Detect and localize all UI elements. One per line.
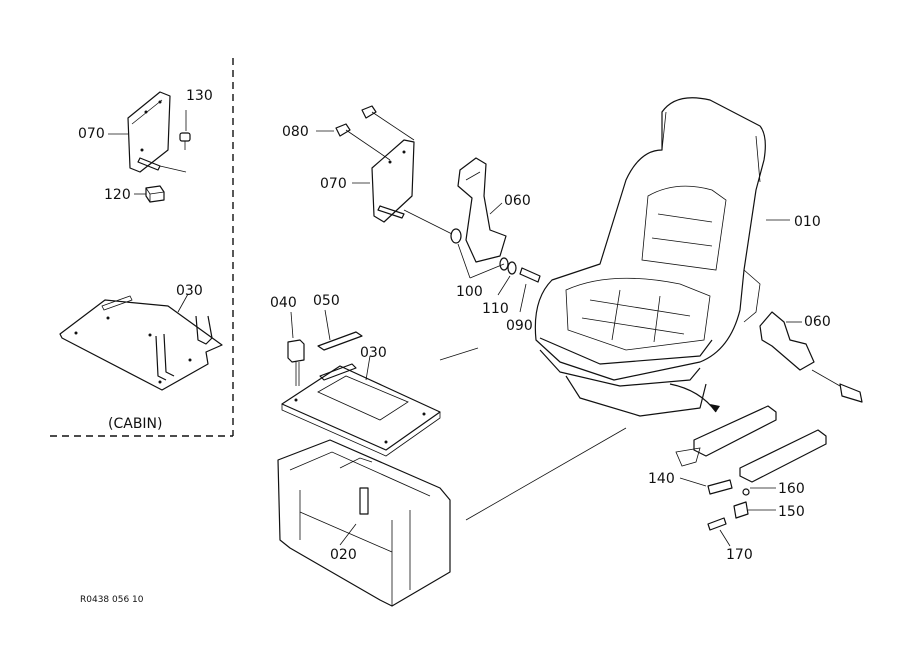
part-150-block	[733, 501, 776, 519]
callout-070-main: 070	[320, 176, 347, 192]
cabin-bracket-070	[127, 91, 187, 173]
cabin-bolt-130	[179, 110, 191, 150]
cabin-block-120	[145, 185, 165, 203]
callout-080: 080	[282, 124, 309, 140]
callout-030-cabin: 030	[176, 283, 203, 299]
callout-150: 150	[778, 504, 805, 520]
callout-leaders	[108, 133, 146, 195]
belt-group	[316, 105, 541, 313]
part-030-plate	[281, 347, 479, 457]
callout-060-right: 060	[804, 314, 831, 330]
part-020-frame	[277, 427, 627, 607]
base-assembly	[277, 309, 627, 607]
slide-rail-group	[675, 405, 827, 547]
callout-100: 100	[456, 284, 483, 300]
part-060-belt	[457, 157, 507, 263]
callout-020: 020	[330, 547, 357, 563]
callout-010: 010	[794, 214, 821, 230]
part-070-bracket	[352, 139, 453, 235]
drawing-code: R0438 056 10	[80, 595, 144, 605]
part-160-washer	[742, 487, 776, 496]
part-040-bolt	[287, 311, 305, 386]
callout-140: 140	[648, 471, 675, 487]
callout-050: 050	[313, 293, 340, 309]
part-080-bolt	[316, 105, 415, 161]
part-060-right-belt	[759, 311, 863, 403]
part-050-spacer	[317, 309, 363, 381]
cabin-label: (CABIN)	[108, 416, 162, 432]
callout-070-cabin: 070	[78, 126, 105, 142]
part-110-washer	[469, 257, 517, 296]
callout-040: 040	[270, 295, 297, 311]
cabin-plate-030	[59, 293, 223, 391]
callout-030-main: 030	[360, 345, 387, 361]
callout-labels: 010 020 030 030 040 050 060 060 070 070 …	[78, 88, 831, 563]
callout-060-belt: 060	[504, 193, 531, 209]
part-090-bolt	[519, 267, 541, 313]
callout-170: 170	[726, 547, 753, 563]
part-140-rod	[679, 477, 733, 495]
part-100-washer	[450, 228, 471, 279]
cabin-inset: (CABIN)	[50, 58, 234, 437]
callout-120: 120	[104, 187, 131, 203]
callout-160: 160	[778, 481, 805, 497]
part-170-pin	[707, 517, 731, 547]
callout-130: 130	[186, 88, 213, 104]
seat-010	[534, 97, 790, 417]
callout-110: 110	[482, 301, 509, 317]
callout-090: 090	[506, 318, 533, 334]
